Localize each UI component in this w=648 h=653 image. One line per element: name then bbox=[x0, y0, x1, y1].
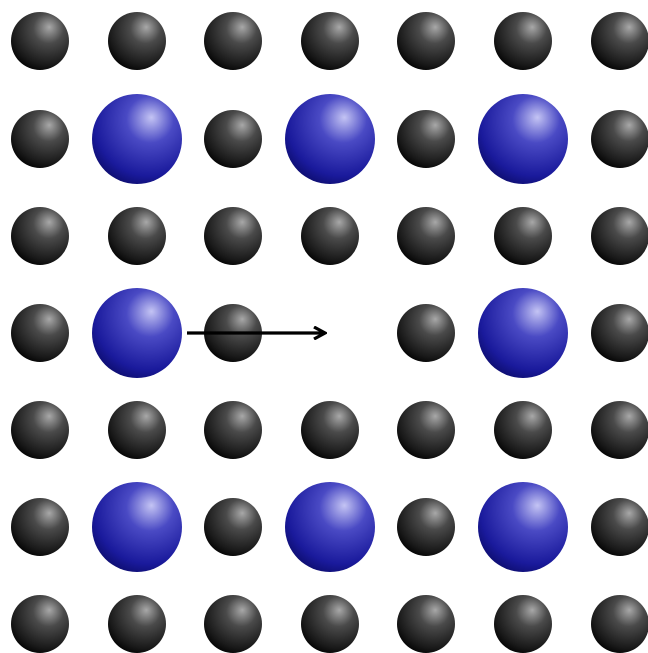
solute-atom bbox=[285, 482, 375, 572]
host-atom bbox=[397, 595, 455, 653]
host-atom bbox=[204, 401, 262, 459]
host-atom bbox=[301, 12, 359, 70]
host-atom bbox=[11, 595, 69, 653]
host-atom bbox=[108, 12, 166, 70]
host-atom bbox=[397, 110, 455, 168]
host-atom bbox=[301, 595, 359, 653]
host-atom bbox=[591, 207, 648, 265]
host-atom bbox=[591, 498, 648, 556]
host-atom bbox=[204, 110, 262, 168]
host-atom bbox=[397, 401, 455, 459]
host-atom bbox=[108, 595, 166, 653]
solute-atom bbox=[285, 94, 375, 184]
host-atom bbox=[494, 595, 552, 653]
host-atom bbox=[108, 207, 166, 265]
host-atom bbox=[11, 498, 69, 556]
host-atom bbox=[11, 12, 69, 70]
host-atom bbox=[11, 304, 69, 362]
host-atom bbox=[204, 207, 262, 265]
host-atom bbox=[591, 304, 648, 362]
solute-atom bbox=[478, 94, 568, 184]
host-atom bbox=[494, 401, 552, 459]
host-atom bbox=[397, 498, 455, 556]
host-atom bbox=[204, 498, 262, 556]
host-atom bbox=[494, 12, 552, 70]
host-atom bbox=[397, 304, 455, 362]
host-atom bbox=[301, 401, 359, 459]
host-atom bbox=[591, 110, 648, 168]
host-atom bbox=[397, 207, 455, 265]
solute-atom bbox=[92, 288, 182, 378]
solute-atom bbox=[92, 94, 182, 184]
atoms-layer bbox=[11, 12, 648, 653]
host-atom bbox=[494, 207, 552, 265]
host-atom bbox=[108, 401, 166, 459]
host-atom bbox=[301, 207, 359, 265]
host-atom bbox=[11, 401, 69, 459]
host-atom bbox=[591, 12, 648, 70]
host-atom bbox=[11, 207, 69, 265]
solute-atom bbox=[92, 482, 182, 572]
solute-atom bbox=[478, 482, 568, 572]
host-atom bbox=[204, 595, 262, 653]
host-atom bbox=[591, 401, 648, 459]
host-atom bbox=[591, 595, 648, 653]
host-atom bbox=[11, 110, 69, 168]
host-atom bbox=[397, 12, 455, 70]
host-atom bbox=[204, 12, 262, 70]
solute-atom bbox=[478, 288, 568, 378]
